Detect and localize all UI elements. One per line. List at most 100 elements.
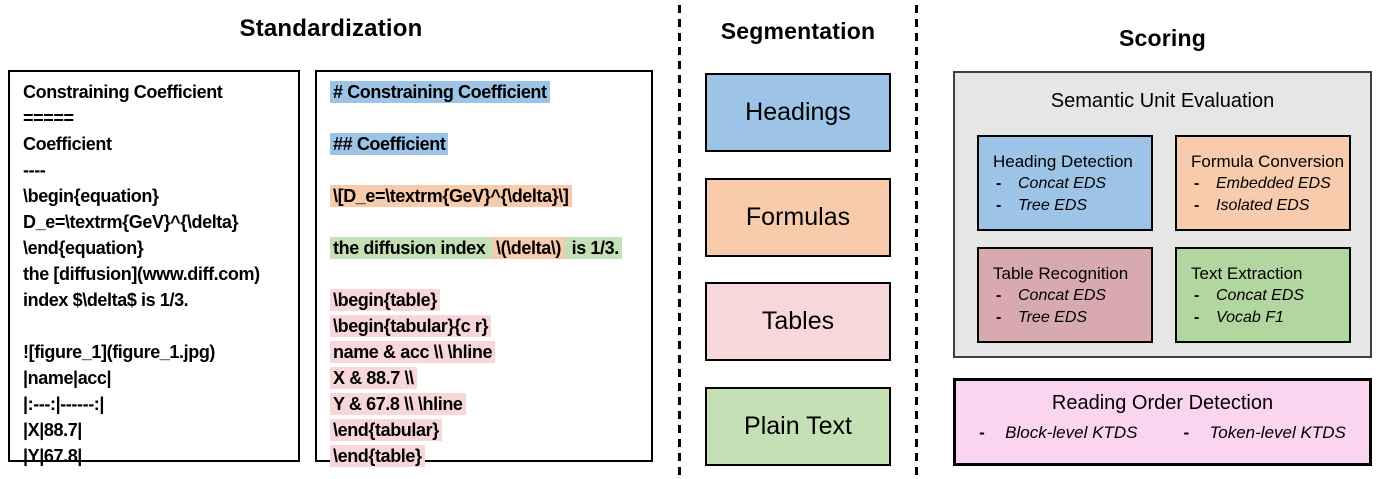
metric-label: Isolated EDS [1216,197,1310,214]
plaintext-highlight: is 1/3. [564,237,622,259]
code-line: the diffusion index \(\delta\) is 1/3. [330,235,647,261]
code-line-blank [330,209,647,235]
bullet-dash: - [996,175,1002,192]
table-highlight: name & acc \\ \hline [330,341,496,363]
heading-highlight: # Constraining Coefficient [330,81,550,103]
segment-label: Headings [745,98,851,126]
segment-label: Tables [761,307,835,335]
metric-item: -Tree EDS [993,195,1151,217]
table-highlight: X & 88.7 \\ [330,367,417,389]
segment-label: Formulas [745,203,851,231]
code-line: X & 88.7 \\ [330,365,647,391]
table-highlight: \begin{table} [330,289,440,311]
score-cell-formula-conversion: Formula Conversion -Embedded EDS -Isolat… [1175,135,1351,231]
code-line: name & acc \\ \hline [330,339,647,365]
metric-item: -Concat EDS [993,285,1151,307]
code-line: |X|88.7| [23,420,82,440]
metric-label: Concat EDS [1018,287,1107,304]
segment-label: Plain Text [744,412,852,440]
code-line-blank [330,261,647,287]
code-line: Constraining Coefficient [23,82,223,102]
score-cell-title: Text Extraction [1191,264,1303,283]
reading-order-detection-title: Reading Order Detection [1051,392,1274,414]
table-highlight: \end{table} [330,445,425,467]
code-line: index $\delta$ is 1/3. [23,290,189,310]
code-line: the [diffusion](www.diff.com) [23,264,260,284]
score-cell-table-recognition: Table Recognition -Concat EDS -Tree EDS [977,247,1153,343]
table-highlight: Y & 67.8 \\ \hline [330,393,466,415]
semantic-unit-evaluation-title: Semantic Unit Evaluation [1050,90,1275,112]
segmentation-title: Segmentation [720,18,876,44]
metric-item: -Token-level KTDS [1183,422,1345,444]
metric-item: -Tree EDS [993,307,1151,329]
semantic-unit-evaluation-panel: Semantic Unit Evaluation Heading Detecti… [953,71,1372,358]
bullet-dash: - [1194,197,1200,214]
code-line: \[D_e=\textrm{GeV}^{\delta}\] [330,183,647,209]
code-line: \begin{tabular}{c r} [330,313,647,339]
code-line: # Constraining Coefficient [330,79,647,105]
metric-label: Token-level KTDS [1209,423,1346,442]
code-line: ===== [23,108,74,128]
metric-item: -Concat EDS [993,173,1151,195]
code-line: ## Coefficient [330,131,647,157]
standardized-markdown-box: # Constraining Coefficient ## Coefficien… [315,70,653,467]
metric-label: Block-level KTDS [1005,423,1138,442]
metric-item: - Block-level KTDS [979,422,1137,444]
metric-item: -Embedded EDS [1191,173,1349,195]
bullet-dash: - [1194,287,1200,304]
segment-box-plain-text: Plain Text [705,387,891,466]
metric-label: Vocab F1 [1216,309,1284,326]
segment-box-headings: Headings [705,73,891,152]
formula-highlight: \(\delta\) [493,237,565,259]
score-cell-title: Formula Conversion [1191,152,1345,171]
bullet-dash: - [979,423,985,442]
formula-highlight: \[D_e=\textrm{GeV}^{\delta}\] [330,185,572,207]
table-highlight: \end{tabular} [330,419,442,441]
code-line: ---- [23,160,46,180]
score-cell-title: Heading Detection [993,152,1133,171]
dashed-separator [678,5,681,475]
code-line: Y & 67.8 \\ \hline [330,391,647,417]
dashed-separator [915,5,918,475]
score-cell-title: Table Recognition [993,264,1129,283]
source-document-box: Constraining Coefficient ===== Coefficie… [8,70,300,466]
bullet-dash: - [996,309,1002,326]
bullet-dash: - [1183,423,1190,442]
metric-item: -Vocab F1 [1191,307,1349,329]
metric-item: -Isolated EDS [1191,195,1349,217]
code-line: |:---:|------:| [23,394,105,414]
code-line: D_e=\textrm{GeV}^{\delta} [23,212,239,232]
bullet-dash: - [996,287,1002,304]
code-line: \begin{equation} [23,186,159,206]
score-cell-text-extraction: Text Extraction -Concat EDS -Vocab F1 [1175,247,1351,343]
bullet-dash: - [1194,175,1200,192]
metric-label: Concat EDS [1216,287,1305,304]
code-line: \end{equation} [23,238,144,258]
code-line: Coefficient [23,134,112,154]
code-line: \end{table} [330,443,647,469]
segment-box-tables: Tables [705,282,891,361]
code-line: |Y|67.8| [23,446,82,466]
code-line-blank [330,157,647,183]
code-line: ![figure_1](figure_1.jpg) [23,342,216,362]
segment-box-formulas: Formulas [705,178,891,257]
bullet-dash: - [996,197,1002,214]
heading-highlight: ## Coefficient [330,133,449,155]
metric-label: Tree EDS [1018,309,1088,326]
reading-order-metrics: -Block-level KTDS -Token-level KTDS [956,422,1369,444]
table-highlight: \begin{tabular}{c r} [330,315,492,337]
code-line-blank [23,313,294,339]
code-line: |name|acc| [23,368,112,388]
metric-label: Embedded EDS [1216,175,1331,192]
scoring-title: Scoring [1118,25,1207,51]
code-line-blank [330,105,647,131]
reading-order-detection-box: Reading Order Detection - Block-level KTD… [953,378,1372,466]
code-line: \begin{table} [330,287,647,313]
metric-item: -Concat EDS [1191,285,1349,307]
plaintext-highlight: the diffusion index [330,237,493,259]
score-cell-heading-detection: Heading Detection -Concat EDS -Tree EDS [977,135,1153,231]
bullet-dash: - [1194,309,1200,326]
metric-label: Tree EDS [1018,197,1088,214]
code-line: \end{tabular} [330,417,647,443]
